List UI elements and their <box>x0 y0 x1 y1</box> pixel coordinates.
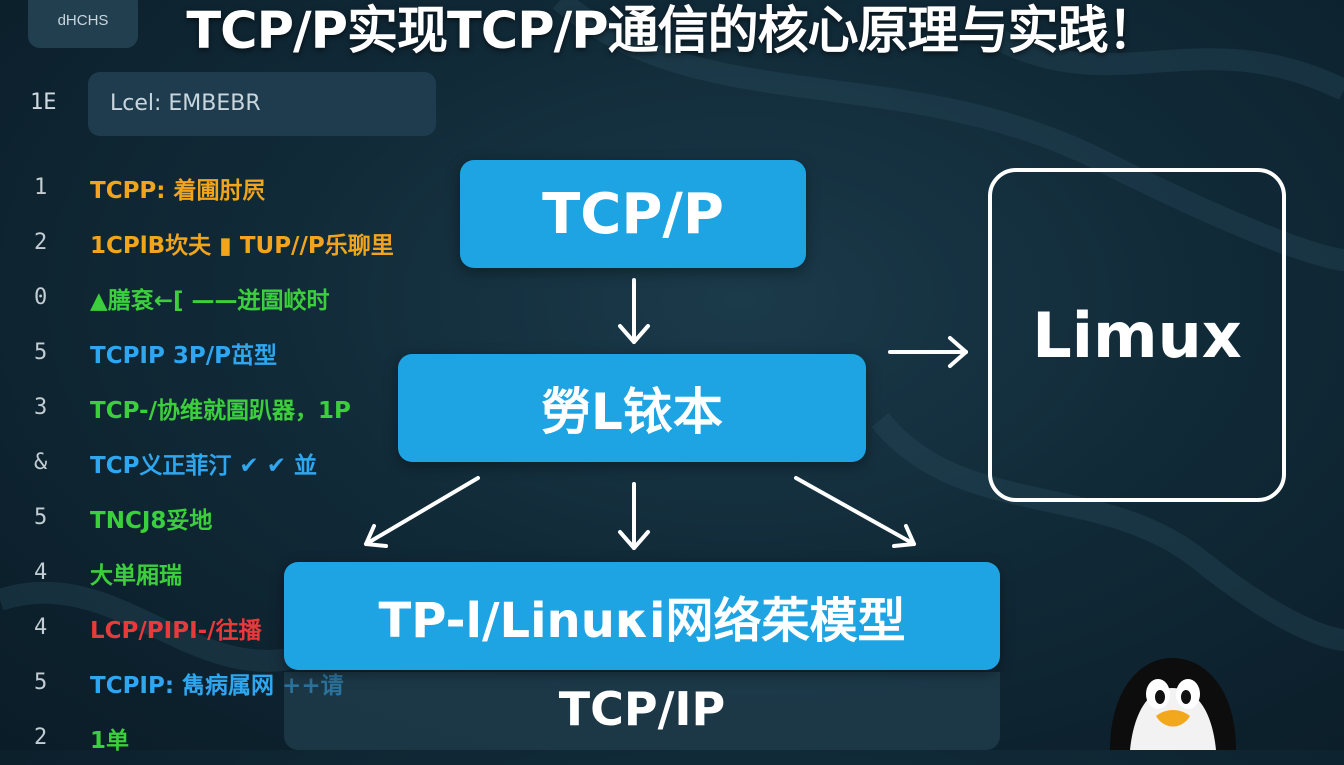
code-list: 1 TCPP: 着圃肘屄 2 1CPlB坎夫 ▮ TUP//P乐聊里 0 ▲膳袞←[ ——… <box>34 160 394 765</box>
label-field[interactable]: Lcel: EMBEBR <box>88 72 436 136</box>
code-text: TNCJ8妥地 <box>90 507 213 534</box>
line-number: 3 <box>34 395 48 420</box>
code-line: 3 TCP-/协维就圄趴器，1P <box>34 380 394 435</box>
penguin-icon <box>1110 658 1236 750</box>
code-line: 5 TCPIP 3P/P茁型 <box>34 325 394 380</box>
code-text: TCP-/协维就圄趴器，1P <box>90 397 351 424</box>
code-line: 4 LCP/PIPI-/往播 <box>34 600 394 655</box>
tcp-ip-box-label: TCP/P <box>542 181 724 247</box>
page-title: TCP/P实现TCP/P通信的核心原理与实践！ <box>186 2 1158 61</box>
code-text: 1单 <box>90 727 130 754</box>
line-number: 2 <box>34 230 48 255</box>
linux-box-label: Limux <box>1032 298 1242 372</box>
caption-panel <box>284 672 1000 750</box>
window-tab[interactable]: dHCHS <box>28 0 138 48</box>
code-text: ▲膳袞←[ ——迸圄峧时 <box>90 287 330 314</box>
code-line: 4 大単厢瑞 <box>34 545 394 600</box>
tcpip-caption: TCP/IP <box>558 682 726 736</box>
middle-box[interactable]: 勞L铱本 <box>398 354 866 462</box>
tcp-ip-box[interactable]: TCP/P <box>460 160 806 268</box>
linux-box[interactable]: Limux <box>988 168 1286 502</box>
line-number: 0 <box>34 285 48 310</box>
code-line: 1 TCPP: 着圃肘屄 <box>34 160 394 215</box>
line-number: 2 <box>34 725 48 750</box>
line-number: 1 <box>34 175 48 200</box>
code-line: 2 1单 <box>34 710 394 765</box>
line-number: 5 <box>34 340 48 365</box>
code-line: 5 TNCJ8妥地 <box>34 490 394 545</box>
network-model-box-label: TP-l/Linuκi网络茱模型 <box>378 593 906 649</box>
code-text: TCPP: 着圃肘屄 <box>90 177 266 204</box>
code-line: 0 ▲膳袞←[ ——迸圄峧时 <box>34 270 394 325</box>
top-line-number: 1E <box>30 90 57 115</box>
code-text: 1CPlB坎夫 ▮ TUP//P乐聊里 <box>90 232 394 259</box>
line-number: 5 <box>34 670 48 695</box>
network-model-box[interactable]: TP-l/Linuκi网络茱模型 <box>284 562 1000 670</box>
code-text: LCP/PIPI-/往播 <box>90 617 262 644</box>
code-line: 2 1CPlB坎夫 ▮ TUP//P乐聊里 <box>34 215 394 270</box>
code-text: TCP义正菲汀 ✔ ✔ 並 <box>90 452 317 479</box>
code-text: 大単厢瑞 <box>90 562 182 589</box>
middle-box-label: 勞L铱本 <box>541 383 723 441</box>
line-number: 4 <box>34 560 48 585</box>
code-text: TCPIP 3P/P茁型 <box>90 342 277 369</box>
line-number: & <box>34 450 48 475</box>
line-number: 4 <box>34 615 48 640</box>
line-number: 5 <box>34 505 48 530</box>
code-line: & TCP义正菲汀 ✔ ✔ 並 <box>34 435 394 490</box>
tab-label: dHCHS <box>57 12 109 29</box>
